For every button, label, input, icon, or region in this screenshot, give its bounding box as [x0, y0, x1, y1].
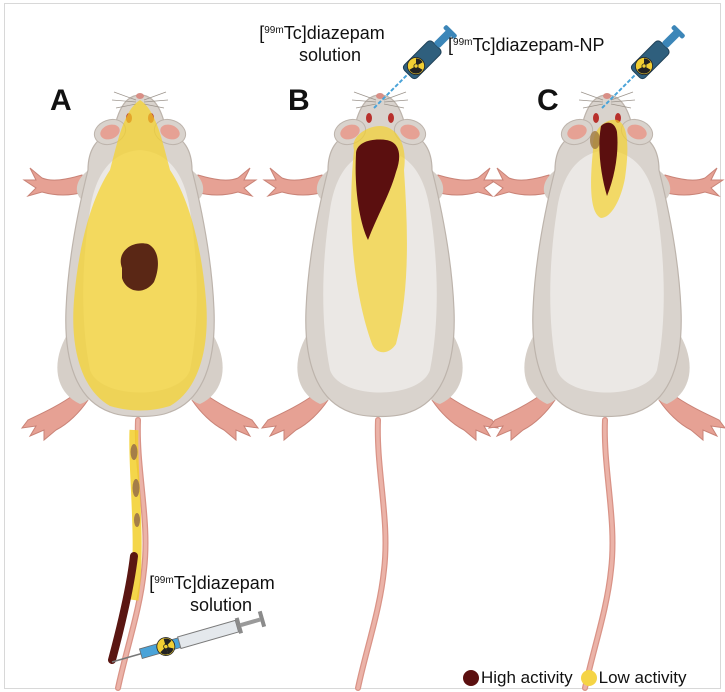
rat-b	[262, 92, 498, 688]
label-c: [99mTc]diazepam-NP	[448, 34, 605, 56]
label-b-line1: Tc]diazepam	[284, 23, 385, 43]
label-a-isotope: 99m	[154, 575, 173, 586]
panel-letter-b: B	[288, 84, 310, 118]
label-b-line2: solution	[252, 44, 392, 66]
label-c-isotope: 99m	[453, 37, 472, 48]
label-b: [99mTc]diazepam solution	[252, 22, 392, 66]
label-a-line1: Tc]diazepam	[174, 573, 275, 593]
legend-high-label: High activity	[481, 668, 573, 688]
rat-c	[489, 92, 725, 688]
pipette-c	[602, 24, 686, 108]
legend: High activity Low activity	[463, 668, 687, 688]
label-c-line1: Tc]diazepam-NP	[472, 35, 604, 55]
label-a: [99mTc]diazepam solution	[142, 572, 282, 616]
panel-letter-c: C	[537, 84, 559, 118]
legend-high-swatch	[463, 670, 479, 686]
label-a-line2: solution	[142, 594, 282, 616]
legend-low-label: Low activity	[599, 668, 687, 688]
legend-low-swatch	[581, 670, 597, 686]
label-b-isotope: 99m	[264, 25, 283, 36]
rat-a-high-activity	[121, 243, 158, 290]
panel-letter-a: A	[50, 84, 72, 118]
